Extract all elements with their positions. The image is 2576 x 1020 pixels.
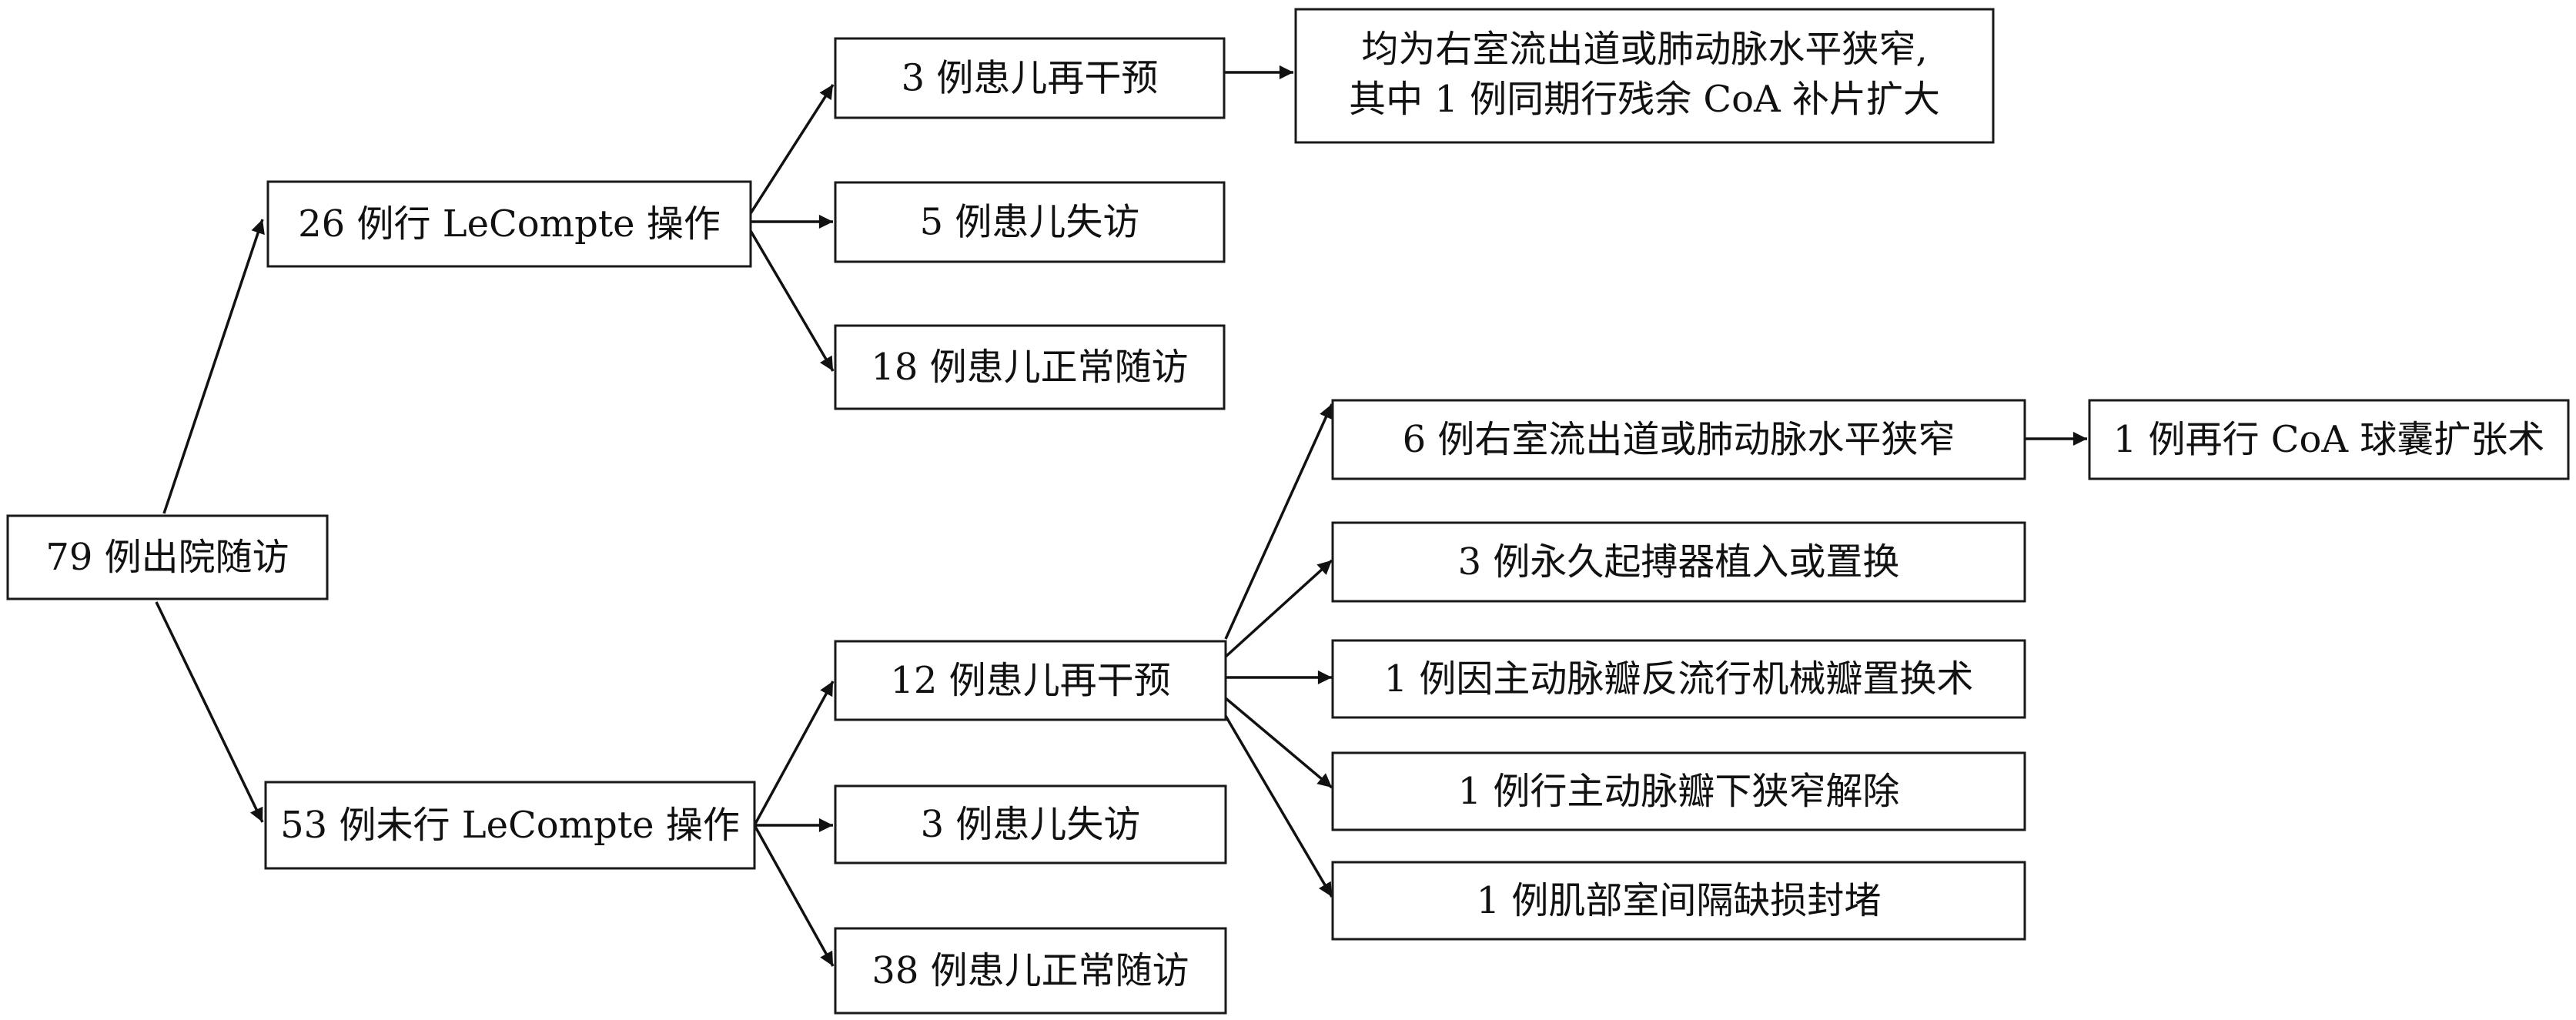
vsd-closure-label: 1 例肌部室间隔缺损封堵 [1477,879,1882,922]
rvot-stenosis-label: 6 例右室流出道或肺动脉水平狭窄 [1403,418,1955,461]
no-lost-label: 3 例患儿失访 [921,803,1141,846]
pacemaker-box: 3 例永久起搏器植入或置换 [1331,521,2026,603]
vsd-closure-box: 1 例肌部室间隔缺损封堵 [1331,861,2026,941]
arrow-no-to-normal [753,824,835,967]
coa-balloon-box: 1 例再行 CoA 球囊扩张术 [2088,399,2570,480]
no-reintervention-label: 12 例患儿再干预 [890,659,1170,702]
yes-detail-line-1: 均为右室流出道或肺动脉水平狭窄, [1361,28,1927,71]
yes-reintervention-box: 3 例患儿再干预 [834,37,1226,119]
lecompte-no-label: 53 例未行 LeCompte 操作 [280,804,740,847]
arrow-no-to-reintervention [753,681,835,826]
arrow-yes-to-reintervention [744,84,835,222]
yes-normal-box: 18 例患儿正常随访 [834,324,1226,410]
subvalvular-box: 1 例行主动脉瓣下狭窄解除 [1331,751,2026,831]
pacemaker-label: 3 例永久起搏器植入或置换 [1458,540,1900,584]
coa-balloon-label: 1 例再行 CoA 球囊扩张术 [2113,418,2545,461]
yes-normal-label: 18 例患儿正常随访 [871,346,1188,389]
lecompte-yes-label: 26 例行 LeCompte 操作 [298,202,721,246]
arrow-reint-to-vsd [1224,715,1333,898]
arrow-reint-to-pacemaker [1224,559,1333,658]
arrow-yes-to-normal [744,221,835,372]
yes-detail-line-2: 其中 1 例同期行残余 CoA 补片扩大 [1349,78,1940,121]
lecompte-yes-box: 26 例行 LeCompte 操作 [266,180,752,268]
yes-lost-label: 5 例患儿失访 [920,201,1140,244]
valve-replacement-label: 1 例因主动脉瓣反流行机械瓣置换术 [1384,657,1974,701]
rvot-stenosis-box: 6 例右室流出道或肺动脉水平狭窄 [1331,399,2026,480]
yes-reintervention-label: 3 例患儿再干预 [902,57,1159,100]
subvalvular-label: 1 例行主动脉瓣下狭窄解除 [1458,770,1900,813]
root-box: 79 例出院随访 [6,514,329,600]
arrow-root-to-lecompte-yes [162,219,265,514]
yes-reintervention-detail-box: 均为右室流出道或肺动脉水平狭窄, 其中 1 例同期行残余 CoA 补片扩大 [1294,8,1995,144]
valve-replacement-box: 1 例因主动脉瓣反流行机械瓣置换术 [1331,639,2026,719]
lecompte-no-box: 53 例未行 LeCompte 操作 [264,781,756,870]
arrow-root-to-lecompte-no [155,601,264,823]
no-reintervention-box: 12 例患儿再干预 [834,640,1227,721]
yes-lost-box: 5 例患儿失访 [834,181,1226,263]
no-normal-label: 38 例患儿正常随访 [871,949,1189,992]
no-lost-box: 3 例患儿失访 [834,784,1227,864]
root-box-label: 79 例出院随访 [45,536,289,579]
no-normal-box: 38 例患儿正常随访 [834,927,1227,1015]
connectors [155,65,2088,967]
arrow-reint-to-subvalvular [1224,697,1333,789]
arrow-reint-to-rvot [1224,403,1333,640]
